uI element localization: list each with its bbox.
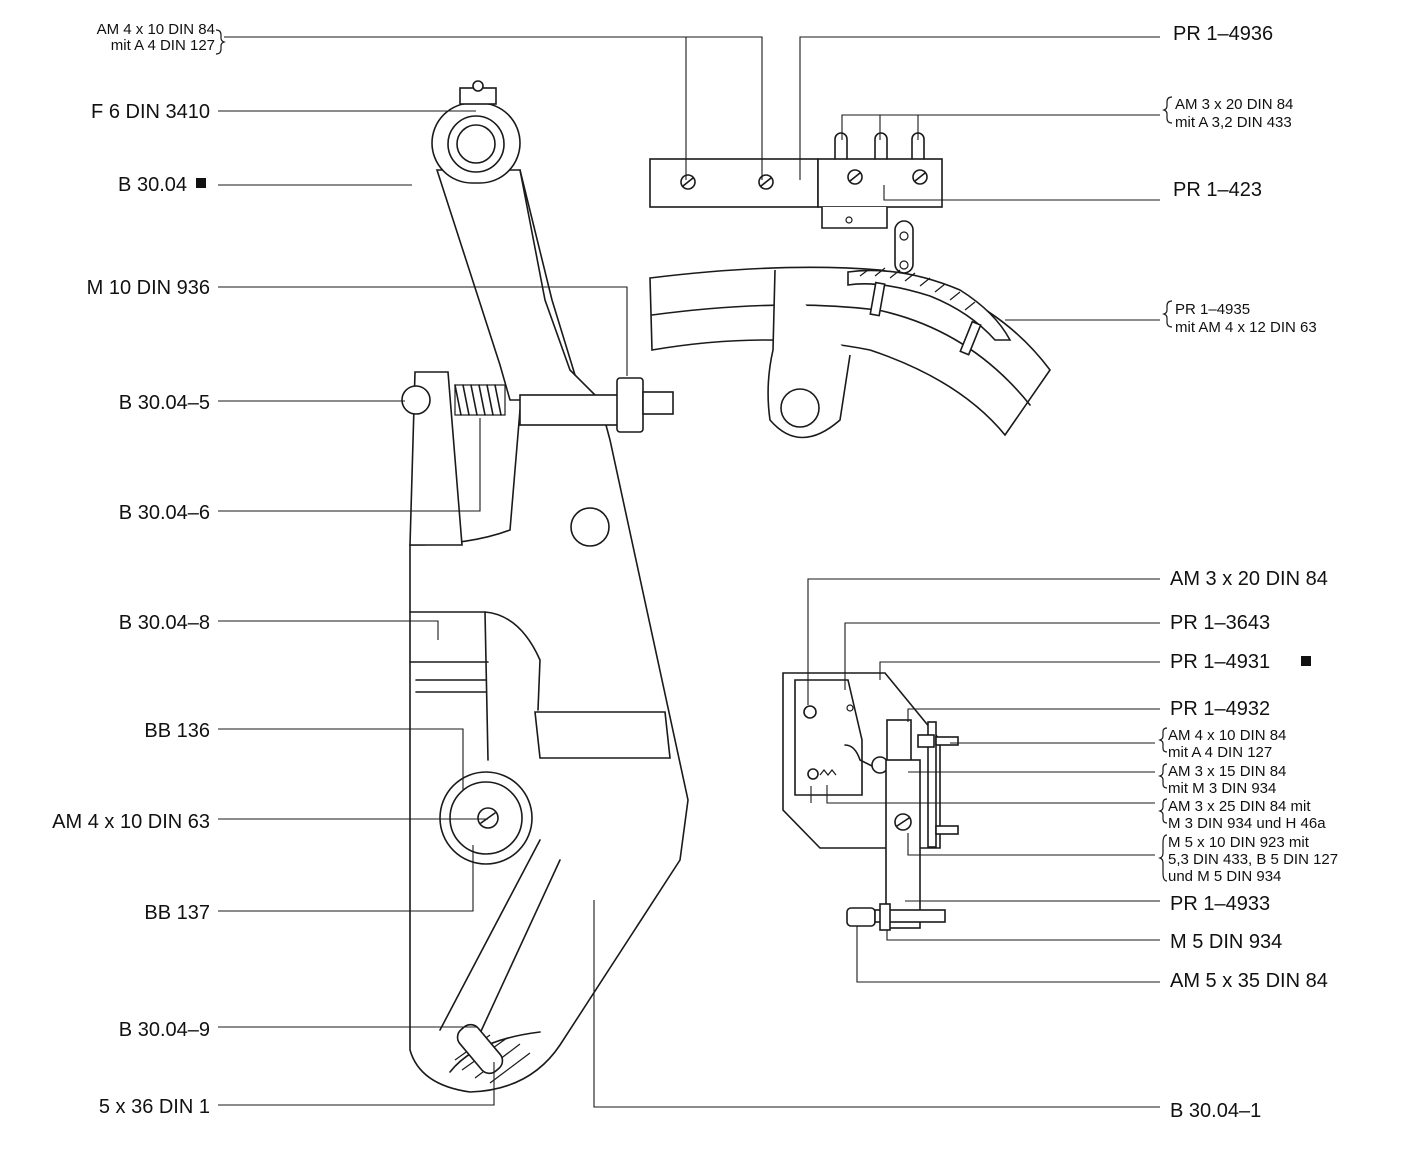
label-b-30-04-9: B 30.04–9 [119,1019,210,1041]
label-5x36-din1: 5 x 36 DIN 1 [99,1096,210,1118]
arc-segment [649,266,1051,437]
label-am-4x10-din63: AM 4 x 10 DIN 63 [52,811,210,833]
label-b-30-04-8: B 30.04–8 [119,612,210,634]
label-bb-136: BB 136 [144,720,210,742]
label-am-3x15-din84: AM 3 x 15 DIN 84 [1168,763,1286,780]
label-am-5x35-din84: AM 5 x 35 DIN 84 [1170,970,1328,992]
label-f6-din3410: F 6 DIN 3410 [91,101,210,123]
marker-square-icon [196,178,206,188]
horizontal-brace [534,711,671,759]
lever-markings [409,661,489,693]
top-right-assembly [649,132,1051,439]
lower-inner-edge [409,611,541,711]
clamp-pr-1-4935 [847,269,1012,341]
label-und-m5-din934: und M 5 DIN 934 [1168,868,1281,885]
label-mit-m3-din934: mit M 3 DIN 934 [1168,780,1276,797]
nut-m5 [879,903,891,931]
brace-icon [1158,798,1168,824]
pin-5x36-din1 [456,1023,504,1075]
side-strip [927,721,937,848]
link-arm [894,220,914,274]
diag-edge-1 [439,839,541,1031]
bar-pr-1-4933 [885,759,921,929]
clamp-screw-b [959,320,982,356]
label-am-4x10-din84-top: AM 4 x 10 DIN 84 [97,21,215,38]
brace-icon [1162,96,1173,124]
threaded-stud [642,391,674,415]
label-pr-1-3643: PR 1–3643 [1170,612,1270,634]
screw-head-b30-04-5 [401,385,431,415]
label-5-3-din433-b5: 5,3 DIN 433, B 5 DIN 127 [1168,851,1338,868]
right-label-group: PR 1–4936 AM 3 x 20 DIN 84 mit A 3,2 DIN… [1168,23,1338,1122]
spring-coil [454,384,506,416]
label-bb-137: BB 137 [144,902,210,924]
bottom-right-assembly [782,672,959,931]
marker-square-icon [1301,656,1311,666]
label-m10-din936: M 10 DIN 936 [87,277,210,299]
brace-icon [1162,300,1173,328]
switch-pr-1-3643 [794,679,863,796]
brace-group [215,29,1173,882]
upper-arm [435,169,602,401]
label-pr-1-4935: PR 1–4935 [1175,301,1250,318]
screw-icon [803,705,817,719]
brace-icon [215,29,226,55]
label-pr-1-4933: PR 1–4933 [1170,893,1270,915]
adjust-bar [519,394,621,426]
label-mit-a3-2-din433: mit A 3,2 DIN 433 [1175,114,1292,131]
brace-icon [1158,763,1168,789]
label-m3-din934-und-h46a: M 3 DIN 934 und H 46a [1168,815,1326,832]
label-b-30-04: B 30.04 [118,174,187,196]
label-pr-1-4936: PR 1–4936 [1173,23,1273,45]
left-label-group: AM 4 x 10 DIN 84 mit A 4 DIN 127 F 6 DIN… [52,21,215,1118]
label-b-30-04-6: B 30.04–6 [119,502,210,524]
body-hole [570,507,610,547]
label-b-30-04-1: B 30.04–1 [1170,1100,1261,1122]
brace-icon [1158,834,1168,882]
diag-edge-2 [469,859,561,1056]
lower-inner-edge-2 [484,611,489,761]
clamp-screw-a [869,281,886,317]
grease-nipple-cap [472,80,484,92]
brace-icon [1158,727,1168,753]
label-am-3x20-din84-b: AM 3 x 20 DIN 84 [1170,568,1328,590]
screw-icon [807,768,819,780]
upper-arm-edge [519,169,576,376]
screw-head-am-5x35 [846,907,876,927]
bracket-pr-1-4936 [649,158,819,208]
label-b-30-04-5: B 30.04–5 [119,392,210,414]
left-block [409,371,463,546]
bracket-tab [821,207,888,229]
label-am-3x25-din84-mit: AM 3 x 25 DIN 84 mit [1168,798,1311,815]
label-mit-a4-din127-b: mit A 4 DIN 127 [1168,744,1272,761]
label-m5-din934: M 5 DIN 934 [1170,931,1282,953]
label-mit-am-4x12-din63: mit AM 4 x 12 DIN 63 [1175,319,1317,336]
label-am-4x10-din84-b: AM 4 x 10 DIN 84 [1168,727,1286,744]
label-pr-1-4931: PR 1–4931 [1170,651,1270,673]
label-pr-1-423: PR 1–423 [1173,179,1262,201]
top-bore [456,124,496,164]
screw-am-4x10 [917,734,935,748]
label-pr-1-4932: PR 1–4932 [1170,698,1270,720]
screw-icon [680,169,928,190]
screw-m5x10 [935,825,959,835]
lever-assembly-drawing [401,80,689,1093]
label-mit-a4-din127-top: mit A 4 DIN 127 [111,37,215,54]
hex-nut-m10 [616,377,644,433]
leader-lines [218,36,1160,1108]
lug-hole [780,388,820,428]
label-am-3x20-din84-a: AM 3 x 20 DIN 84 [1175,96,1293,113]
label-m5x10-din923-mit: M 5 x 10 DIN 923 mit [1168,834,1310,851]
screw-shank-am-5x35 [874,909,946,923]
switch-lever [844,744,881,771]
